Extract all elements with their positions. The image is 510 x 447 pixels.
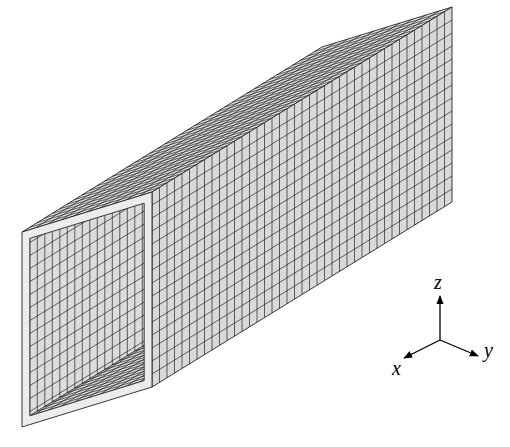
- mesh-line: [67, 215, 68, 392]
- mesh-line: [152, 163, 452, 348]
- mesh-line: [189, 169, 190, 364]
- mesh-line: [429, 21, 430, 216]
- mesh-line: [174, 178, 175, 373]
- axis-label: z: [434, 272, 442, 292]
- mesh-line: [279, 113, 280, 308]
- mesh-line: [377, 53, 378, 248]
- mesh-line: [212, 155, 213, 350]
- mesh-line: [414, 30, 415, 225]
- mesh-line: [362, 63, 363, 258]
- mesh-line: [89, 201, 90, 378]
- mesh-line: [332, 81, 333, 276]
- mesh-line: [59, 220, 60, 397]
- mesh-line: [272, 118, 273, 313]
- mesh-line: [152, 189, 452, 374]
- mesh-line: [44, 229, 45, 406]
- mesh-line: [197, 164, 198, 359]
- mesh-line: [37, 234, 38, 411]
- mesh-line: [287, 109, 288, 304]
- mesh-line: [159, 187, 160, 382]
- mesh-line: [407, 35, 408, 230]
- mesh-line: [182, 174, 183, 369]
- mesh-line: [309, 95, 310, 290]
- mesh-line: [264, 123, 265, 318]
- mesh-line: [392, 44, 393, 239]
- mesh-line: [234, 141, 235, 336]
- mesh-line: [437, 16, 438, 211]
- mesh-line: [399, 39, 400, 234]
- mesh-line: [257, 127, 258, 322]
- front-rim: [22, 192, 152, 427]
- mesh-line: [219, 150, 220, 345]
- mesh-line: [324, 86, 325, 281]
- mesh-line: [204, 160, 205, 355]
- mesh-line: [302, 100, 303, 295]
- mesh-line: [444, 12, 445, 207]
- mesh-line: [354, 67, 355, 262]
- side-face: [152, 7, 452, 387]
- mesh-line: [339, 76, 340, 271]
- mesh-line: [249, 132, 250, 327]
- mesh-line: [152, 150, 452, 335]
- mesh-line: [37, 376, 151, 411]
- mesh-line: [294, 104, 295, 299]
- mesh-line: [167, 183, 168, 378]
- mesh-line: [52, 225, 53, 402]
- mesh-line: [242, 137, 243, 332]
- mesh-line: [317, 90, 318, 285]
- axis-triad: [404, 296, 478, 358]
- mesh-line: [152, 176, 452, 361]
- axis-label: y: [484, 340, 493, 360]
- mesh-faces: [22, 7, 452, 427]
- mesh-line: [227, 146, 228, 341]
- mesh-line: [97, 197, 98, 374]
- mesh-line: [82, 206, 83, 383]
- mesh-line: [112, 188, 113, 365]
- mesh-line: [384, 49, 385, 244]
- mesh-line: [422, 26, 423, 221]
- mesh-line: [369, 58, 370, 253]
- mesh-line: [152, 137, 452, 322]
- mesh-line: [104, 192, 105, 369]
- mesh-line: [74, 211, 75, 388]
- axis-label: x: [392, 358, 401, 378]
- mesh-line: [347, 72, 348, 267]
